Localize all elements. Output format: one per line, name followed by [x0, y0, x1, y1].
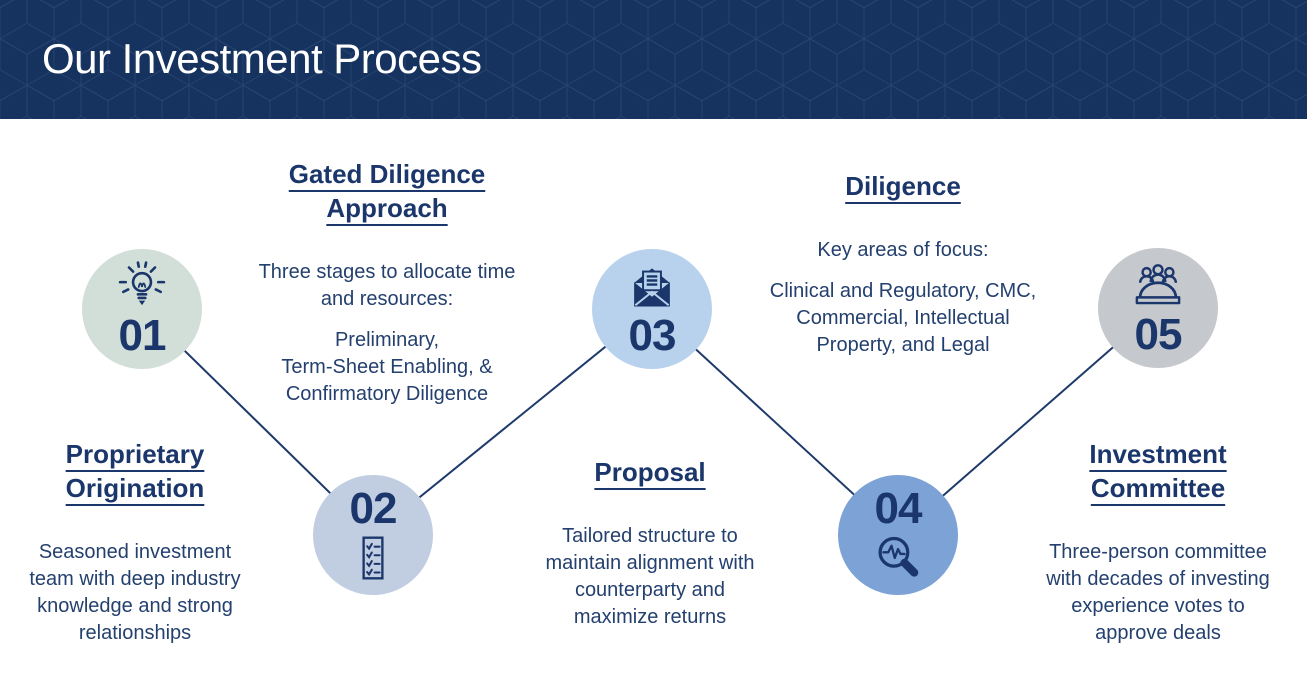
step-paragraph: Clinical and Regulatory, CMC, Commercial… [769, 279, 1037, 357]
header-banner: Our Investment Process [0, 0, 1307, 119]
page-title: Our Investment Process [42, 34, 482, 82]
step-paragraph: Seasoned investment team with deep indus… [29, 540, 241, 645]
step-heading: Proposal [594, 457, 706, 487]
step-text-proprietary-origination: Proprietary Origination Seasoned investm… [0, 438, 270, 661]
step-paragraph: Three-person committee with decades of i… [1046, 540, 1270, 645]
committee-icon [1131, 260, 1185, 312]
step-paragraph: Preliminary, Term-Sheet Enabling, & Conf… [281, 328, 493, 406]
step-paragraph: Key areas of focus: [817, 238, 989, 261]
lightbulb-icon [116, 260, 168, 313]
step-heading: Gated Diligence Approach [288, 159, 486, 223]
step-circle-04: 04 [838, 475, 958, 595]
step-text-proposal: Proposal Tailored structure to maintain … [505, 456, 795, 646]
magnifier-pulse-icon [872, 532, 924, 584]
checklist-icon [348, 532, 398, 584]
step-text-diligence: Diligence Key areas of focus: Clinical a… [728, 170, 1078, 374]
step-circle-02: 02 [313, 475, 433, 595]
step-heading: Investment Committee [1089, 439, 1227, 503]
open-envelope-icon [626, 261, 678, 313]
step-circle-05: 05 [1098, 248, 1218, 368]
step-circle-03: 03 [592, 249, 712, 369]
step-heading: Diligence [845, 171, 961, 201]
step-number: 01 [118, 310, 167, 360]
process-diagram: 01 02 [0, 119, 1307, 683]
step-number: 02 [349, 483, 398, 533]
step-number: 04 [874, 483, 923, 533]
step-heading: Proprietary Origination [65, 439, 205, 503]
step-paragraph: Tailored structure to maintain alignment… [545, 524, 755, 629]
step-paragraph: Three stages to allocate time and resour… [258, 260, 516, 310]
step-text-gated-diligence-approach: Gated Diligence Approach Three stages to… [227, 158, 547, 423]
step-number: 05 [1134, 309, 1183, 359]
step-text-investment-committee: Investment Committee Three-person commit… [1010, 438, 1306, 661]
hexagon-pattern [0, 0, 1307, 119]
step-circle-01: 01 [82, 249, 202, 369]
step-number: 03 [628, 310, 677, 360]
